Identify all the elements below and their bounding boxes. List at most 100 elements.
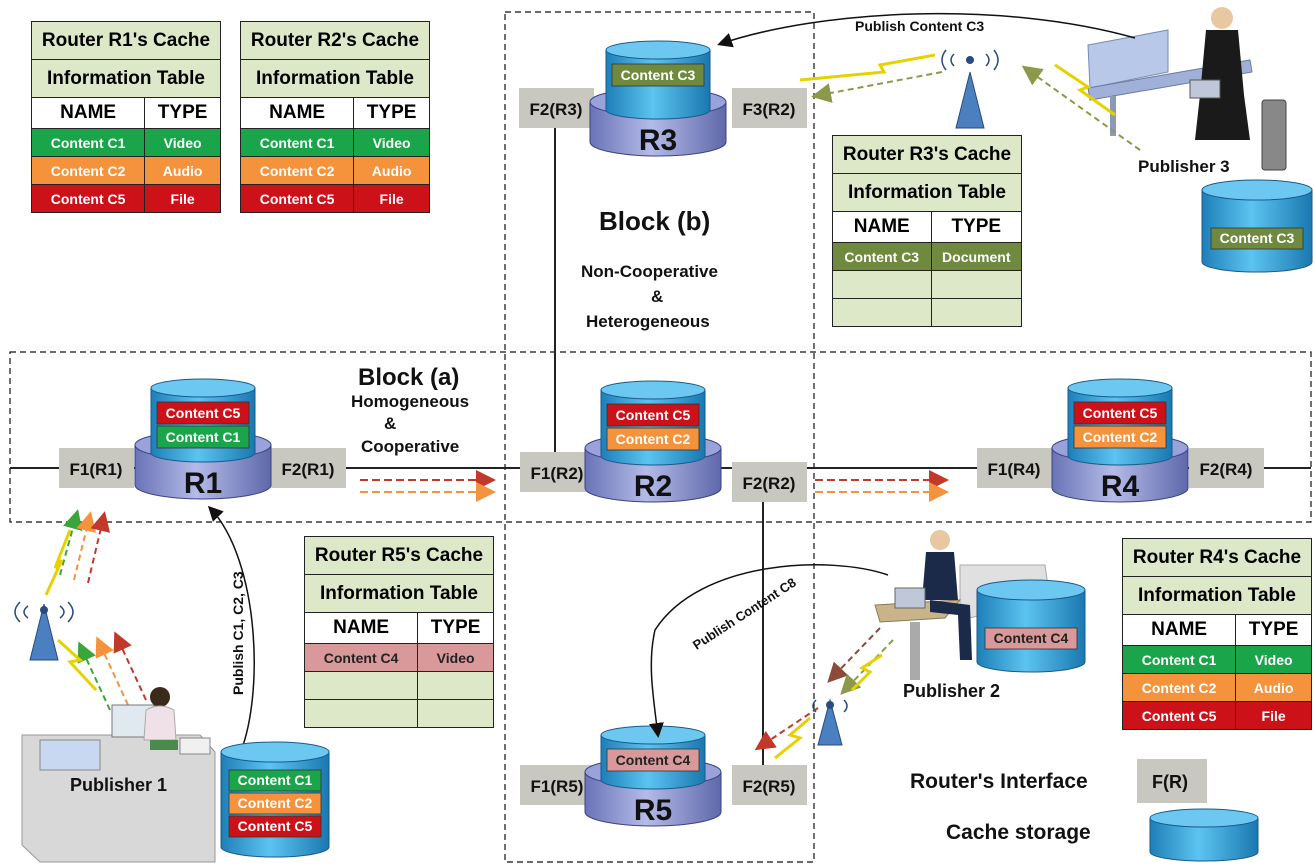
- router-name-r5: R5: [634, 794, 672, 827]
- cache-top-r2: [600, 380, 706, 400]
- r1-col-name: NAME: [30, 97, 146, 129]
- publisher-content-label-p1: Content C2: [238, 795, 313, 811]
- table-cell: Content C3: [832, 242, 932, 271]
- table-cell: Content C1: [239, 128, 355, 157]
- block-a-border: [9, 351, 1312, 523]
- interface-label-left-r4: F1(R4): [988, 460, 1041, 479]
- p3-lightning-1: [1054, 63, 1116, 117]
- r1-table-subtitle: Information Table: [31, 59, 221, 98]
- table-cell-empty: [832, 298, 932, 327]
- publisher-cache-top: [1201, 179, 1313, 201]
- table-cell: Video: [144, 128, 221, 157]
- table-cell: File: [1235, 701, 1312, 730]
- table-cell: Content C5: [1121, 701, 1237, 730]
- cache-content-r4: [1073, 425, 1167, 449]
- router-name-r3: R3: [639, 124, 677, 157]
- p3-lightning-2: [799, 53, 936, 82]
- interface-label-left-r2: F1(R2): [531, 464, 584, 483]
- r5-table-subtitle: Information Table: [304, 574, 494, 613]
- table-cell: Content C2: [239, 156, 355, 185]
- r2-table-subtitle: Information Table: [240, 59, 430, 98]
- cache-body-r2: [600, 389, 706, 466]
- interface-label-right-r3: F3(R2): [743, 100, 796, 119]
- interface-right-r1: [271, 448, 346, 488]
- p3-publish-arc: [717, 12, 1136, 48]
- interface-right-r5: [732, 765, 807, 805]
- cache-content-label-r4: Content C5: [1083, 405, 1158, 421]
- table-cell-empty: [417, 671, 494, 700]
- publisher-content-p2: [984, 627, 1078, 650]
- table-cell: Content C5: [239, 184, 355, 213]
- p1-arrow-orange-2: [95, 636, 129, 706]
- interface-left-r1: [59, 448, 134, 488]
- table-cell: Content C2: [1121, 673, 1237, 702]
- publisher-cache-p2: Content C4: [976, 579, 1086, 673]
- cache-content-label-r1: Content C1: [166, 429, 241, 445]
- r4-table-title: Router R4's Cache: [1122, 538, 1312, 577]
- interface-right-r4: [1189, 448, 1264, 488]
- publisher-content-p1: [228, 792, 322, 815]
- table-cell-empty: [303, 671, 419, 700]
- table-cell: Content C1: [30, 128, 146, 157]
- legend-cache-label: Cache storage: [946, 821, 1091, 844]
- router-r2-table: Router R2's Cache Information Table NAME…: [239, 21, 430, 213]
- router-r1-table: Router R1's Cache Information Table NAME…: [30, 21, 221, 213]
- cache-content-label-r1: Content C5: [166, 405, 241, 421]
- r3-table-subtitle: Information Table: [832, 173, 1022, 212]
- p1-antenna-icon: [14, 601, 74, 661]
- router-name-r4: R4: [1101, 470, 1140, 503]
- cache-content-r2: [606, 427, 700, 451]
- p1-arrow-green-2: [77, 641, 111, 711]
- r3-col-type: TYPE: [930, 211, 1023, 243]
- publisher-2-label: Publisher 2: [903, 681, 1001, 701]
- publisher-content-label-p1: Content C1: [238, 772, 313, 788]
- table-cell-empty: [832, 270, 932, 299]
- cache-content-label-r2: Content C5: [616, 407, 691, 423]
- publisher-3-action: Publish Content C3: [855, 18, 985, 34]
- p3-arrow-olive-2: [811, 71, 943, 103]
- publisher-3-label: Publisher 3: [1138, 157, 1230, 176]
- r5-col-name: NAME: [303, 612, 419, 644]
- block-a-amp: &: [384, 414, 397, 433]
- table-cell-empty: [930, 298, 1023, 327]
- router-name-r2: R2: [634, 470, 672, 503]
- r2-table-title: Router R2's Cache: [240, 21, 430, 60]
- publisher-content-label-p3: Content C3: [1220, 230, 1295, 246]
- p2-antenna-icon: [812, 698, 848, 746]
- interface-label-left-r1: F1(R1): [70, 460, 123, 479]
- legend-interface-icon: [1137, 759, 1207, 803]
- interface-label-right-r2: F2(R2): [743, 474, 796, 493]
- table-cell: File: [144, 184, 221, 213]
- cache-content-r3: [611, 63, 705, 87]
- cache-top-r5: [600, 725, 706, 745]
- p1-publish-arc: [207, 505, 255, 759]
- interface-left-r4: [977, 448, 1052, 488]
- block-a-line1: Homogeneous: [351, 392, 470, 411]
- r4-table-subtitle: Information Table: [1122, 576, 1312, 615]
- table-cell: Content C4: [303, 643, 419, 672]
- block-b-line1: Non-Cooperative: [581, 262, 718, 281]
- interface-right-r3: [732, 88, 807, 128]
- p1-arrow-orange: [73, 511, 96, 581]
- cache-content-r1: [156, 425, 250, 449]
- publisher-content-p3: [1210, 227, 1304, 250]
- p3-antenna-icon: [941, 49, 999, 129]
- p2-lightning-1: [850, 653, 883, 692]
- cache-content-label-r3: Content C3: [621, 67, 696, 83]
- router-r5-table: Router R5's Cache Information Table NAME…: [303, 536, 494, 728]
- interface-left-r3: [519, 88, 594, 128]
- publisher-content-p1: [228, 769, 322, 792]
- interface-label-left-r5: F1(R5): [531, 777, 584, 796]
- r1-col-type: TYPE: [144, 97, 221, 129]
- interface-label-right-r4: F2(R4): [1200, 460, 1253, 479]
- interface-label-right-r1: F2(R1): [282, 460, 335, 479]
- legend-interface-sample: F(R): [1152, 772, 1188, 792]
- table-cell: Content C1: [1121, 645, 1237, 674]
- interface-left-r5: [520, 765, 595, 805]
- p1-arrow-green: [59, 509, 83, 576]
